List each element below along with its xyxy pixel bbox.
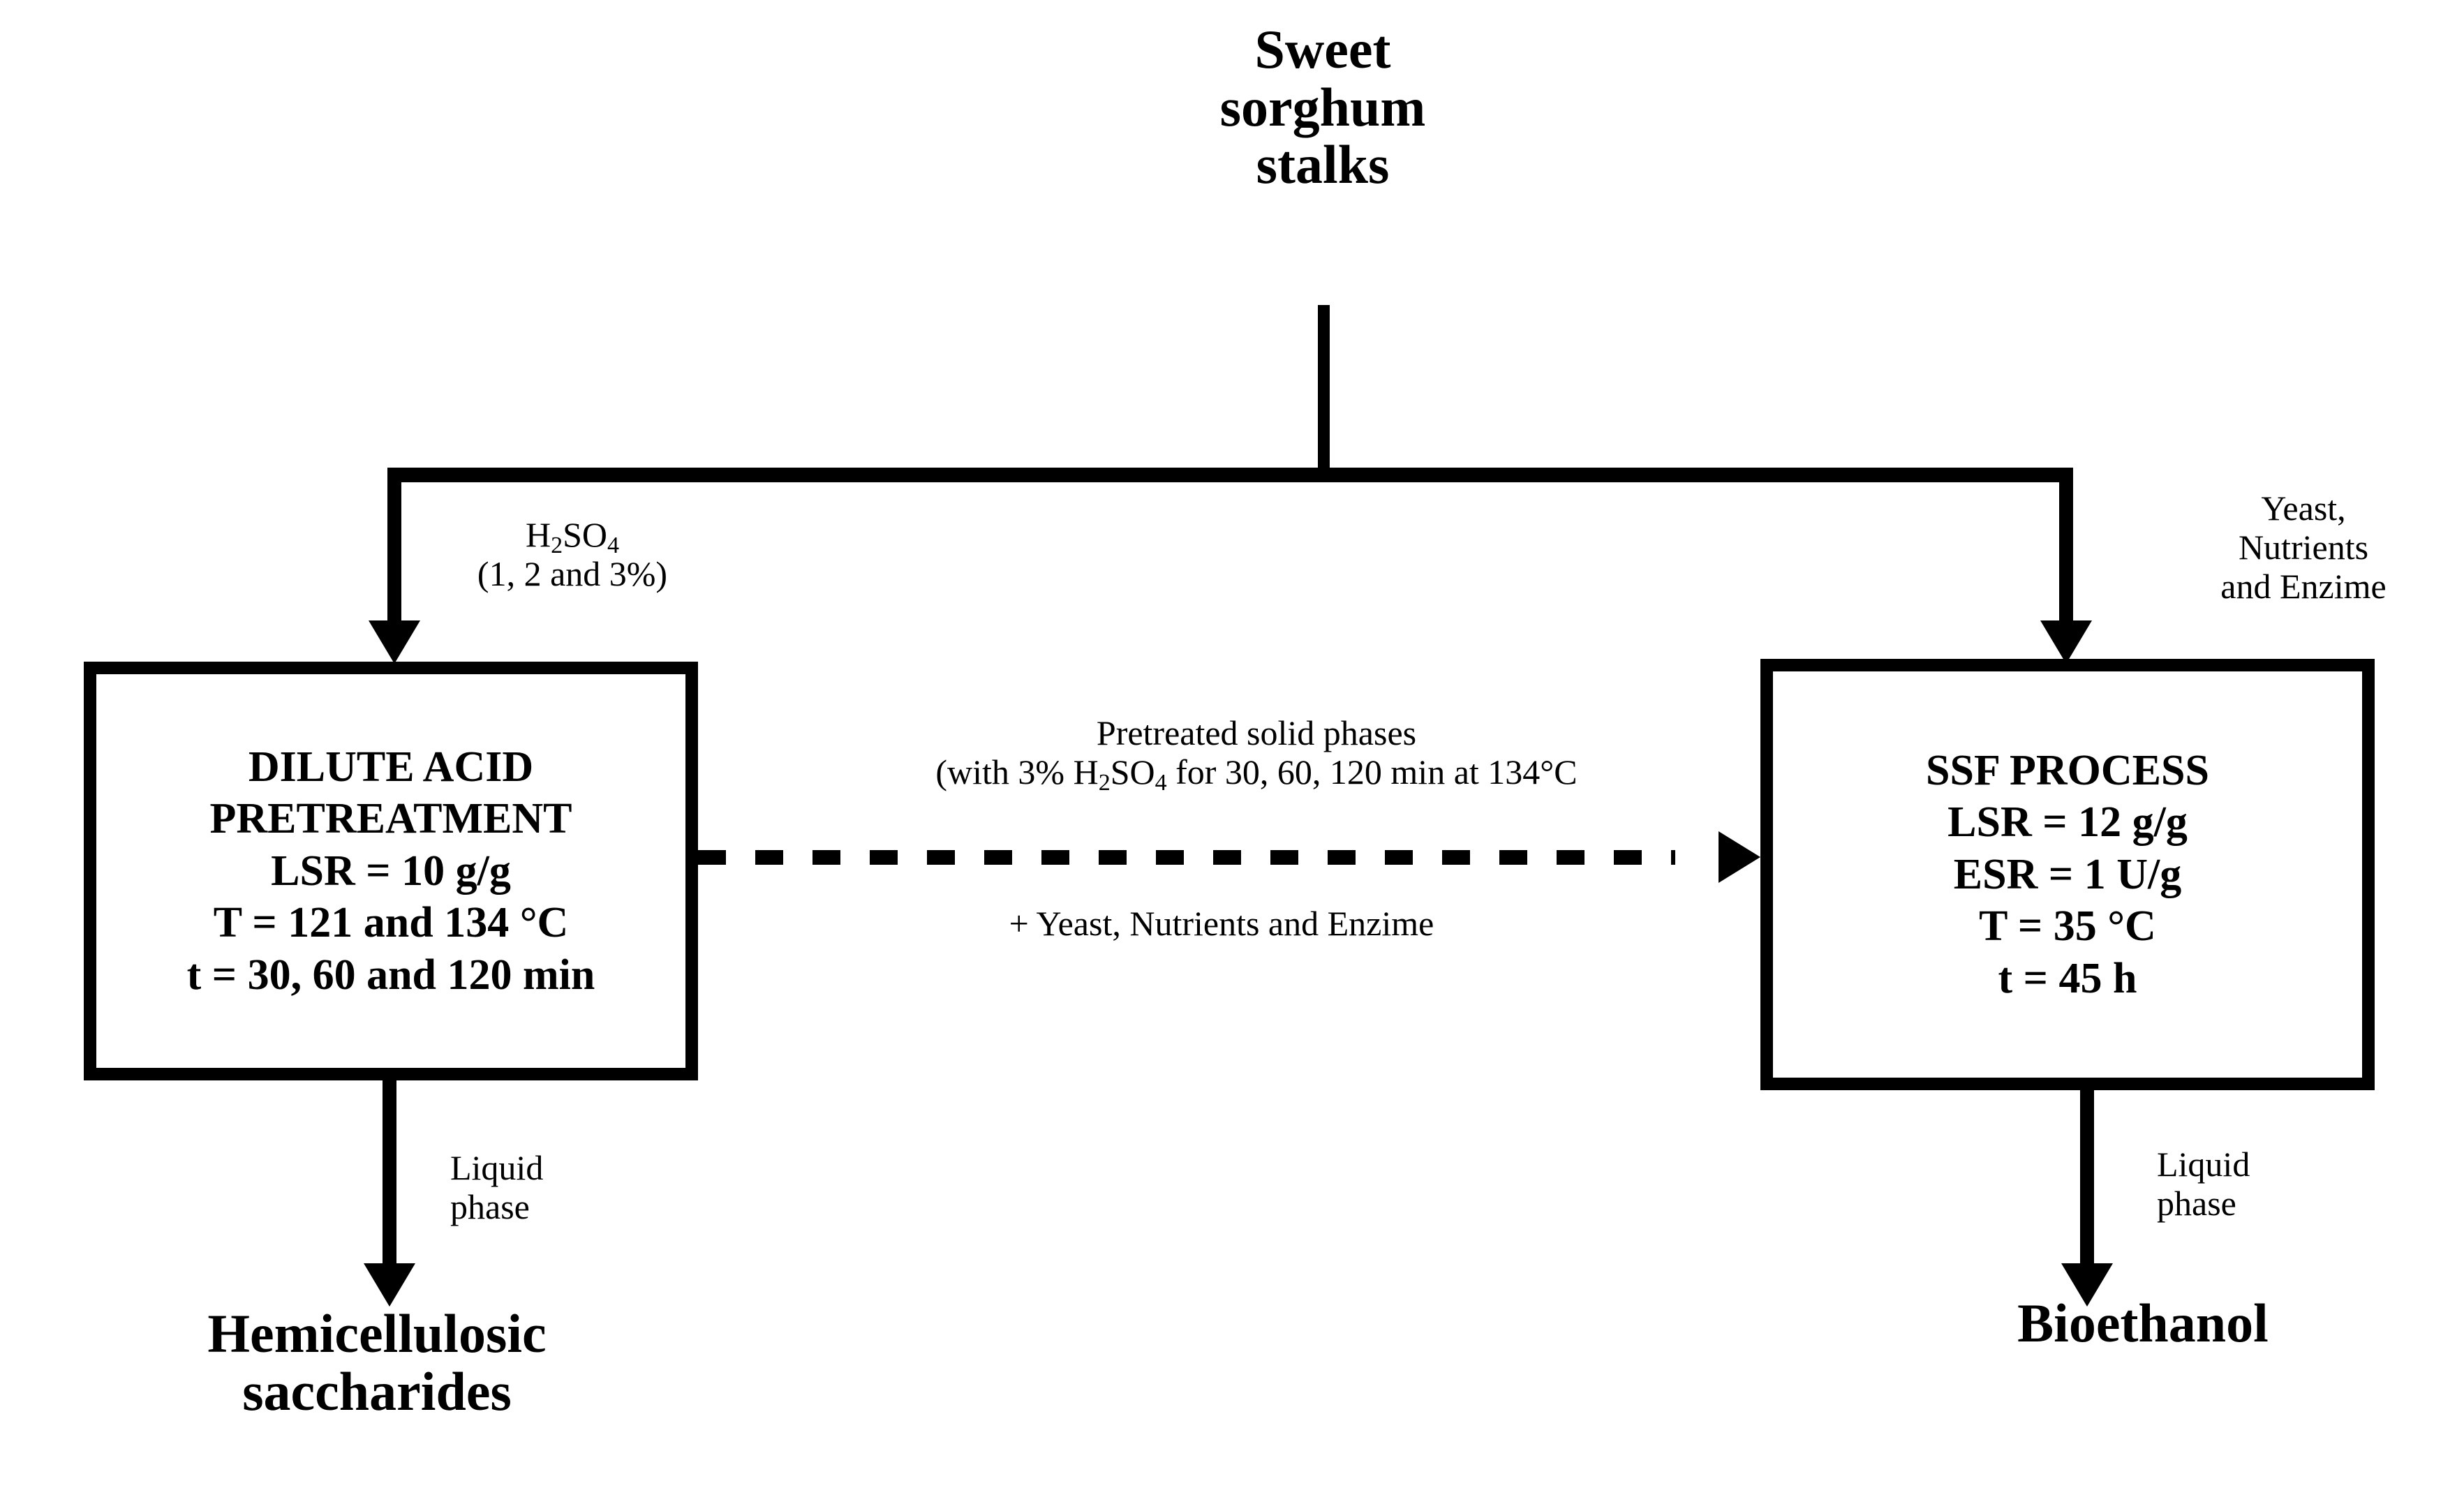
left-liquid-phase-label: Liquid phase	[450, 1148, 544, 1226]
feed-branch-left-vertical	[387, 468, 401, 625]
box-ssf-process-text: SSF PROCESS LSR = 12 g/g ESR = 1 U/g T =…	[1926, 747, 2209, 1002]
product-hemicellulosic-saccharides: Hemicellulosic saccharides	[207, 1303, 547, 1422]
left-liquid-outlet-arrowhead	[364, 1263, 415, 1307]
box-dilute-acid-pretreatment[interactable]: DILUTE ACID PRETREATMENT LSR = 10 g/g T …	[84, 662, 698, 1080]
feed-stem-vertical	[1318, 305, 1330, 470]
pretreated-line-1: Pretreated solid phases	[1096, 713, 1417, 752]
yeast-input-label: Yeast, Nutrients and Enzime	[2220, 489, 2387, 606]
feed-branch-right-vertical	[2059, 468, 2073, 625]
feed-branch-left-arrowhead	[369, 620, 420, 664]
feed-branch-right-arrowhead	[2040, 620, 2092, 664]
acid-subscript-4: 4	[607, 532, 620, 558]
right-liquid-phase-label: Liquid phase	[2157, 1145, 2250, 1223]
left-liquid-outlet-vertical	[383, 1080, 396, 1269]
acid-concentrations: (1, 2 and 3%)	[477, 554, 668, 593]
additives-label: + Yeast, Nutrients and Enzime	[1009, 904, 1434, 943]
pretreated-subscript-2: 2	[1098, 769, 1111, 796]
pretreated-solid-phases-label: Pretreated solid phases(with 3% H2SO4 fo…	[803, 713, 1710, 796]
box-ssf-process[interactable]: SSF PROCESS LSR = 12 g/g ESR = 1 U/g T =…	[1760, 659, 2375, 1090]
solid-phase-transfer-dashed-line	[698, 850, 1675, 865]
pretreated-line-2: (with 3% H2SO4 for 30, 60, 120 min at 13…	[935, 752, 1578, 796]
acid-subscript-2: 2	[551, 532, 563, 558]
feedstock-title: Sweet sorghum stalks	[1219, 19, 1426, 195]
acid-formula: H2SO4	[525, 515, 620, 558]
pretreated-subscript-4: 4	[1155, 769, 1167, 796]
feed-distribution-bar	[387, 468, 2073, 482]
right-liquid-outlet-vertical	[2080, 1090, 2094, 1268]
product-bioethanol: Bioethanol	[2017, 1293, 2269, 1353]
right-liquid-outlet-arrowhead	[2061, 1263, 2113, 1307]
box-dilute-acid-pretreatment-text: DILUTE ACID PRETREATMENT LSR = 10 g/g T …	[186, 743, 595, 999]
solid-phase-transfer-arrowhead	[1719, 831, 1760, 883]
acid-input-label: H2SO4(1, 2 and 3%)	[426, 515, 719, 593]
